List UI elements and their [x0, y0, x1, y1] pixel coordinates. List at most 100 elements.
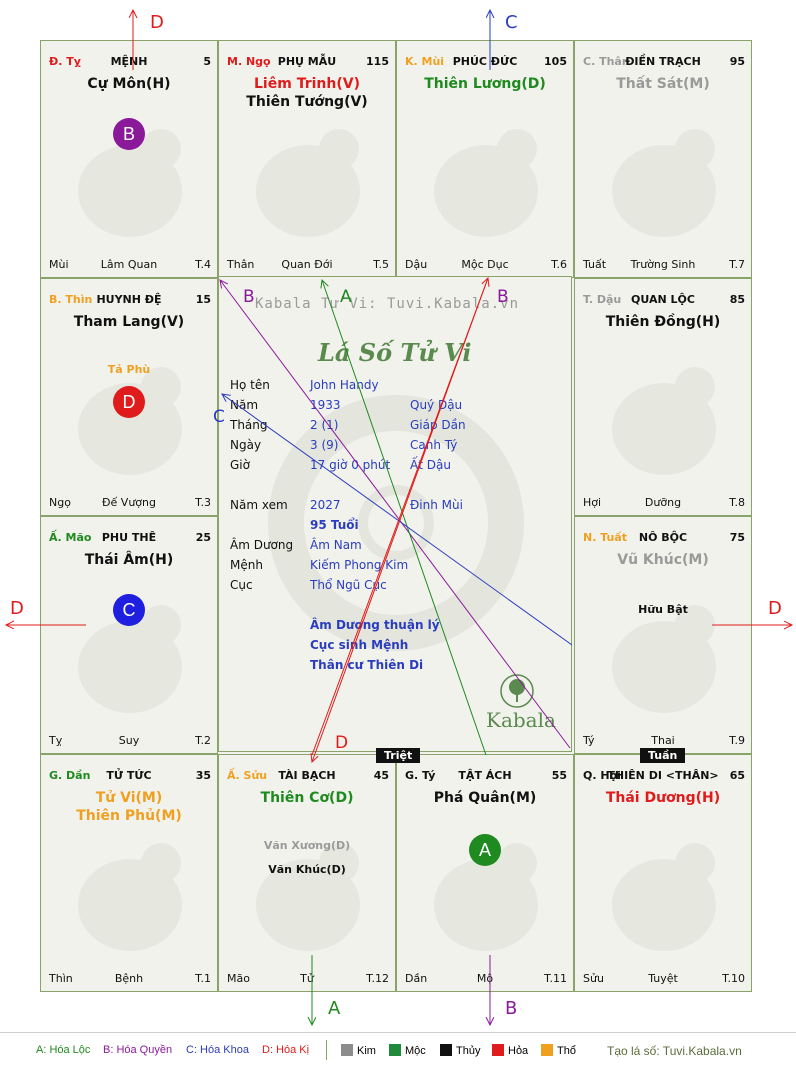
- palace-bot-left: Dậu: [405, 258, 428, 271]
- palace-bot-right: T.11: [544, 972, 567, 985]
- info-label: Năm: [230, 398, 259, 412]
- palace-bot-center: Tuyệt: [648, 972, 678, 985]
- main-star: Thái Dương(H): [605, 790, 721, 806]
- note: Âm Dương thuận lý: [310, 618, 440, 632]
- info-label: Họ tên: [230, 378, 270, 392]
- transformation-circle-c: C: [113, 594, 145, 626]
- watermark: Kabala Tử Vi: Tuvi.Kabala.vn: [255, 296, 520, 312]
- palace-bot-center: Mộ: [476, 972, 494, 985]
- palace-bot-center: Dưỡng: [644, 496, 682, 509]
- palace-number: 85: [729, 293, 745, 306]
- legend: A: Hóa Lộc B: Hóa Quyền C: Hóa Khoa D: H…: [0, 1040, 796, 1064]
- info-label: Mệnh: [230, 558, 263, 572]
- info-label: Giờ: [230, 458, 250, 472]
- triet-tag: Triệt: [376, 748, 421, 763]
- info-label: Năm xem: [230, 498, 288, 512]
- info-can-chi: Canh Tý: [410, 438, 458, 452]
- logo-title: Lá Số Tử Vi: [318, 338, 472, 367]
- legend-tho: Thổ: [541, 1044, 576, 1057]
- palace-bot-left: Tý: [583, 734, 595, 747]
- palace-bot-left: Dần: [405, 972, 428, 985]
- tree-logo-icon: [500, 674, 534, 708]
- transformation-circle-b: B: [113, 118, 145, 150]
- legend-moc: Mộc: [389, 1044, 426, 1057]
- main-stars: Tham Lang(V): [41, 313, 217, 331]
- main-star: Thiên Phủ(M): [76, 808, 182, 824]
- info-can-chi: Quý Dậu: [410, 398, 463, 412]
- main-star: Tham Lang(V): [73, 314, 185, 330]
- main-stars: Thất Sát(M): [575, 75, 751, 93]
- label-inner-a: A: [340, 287, 352, 307]
- palace-number: 55: [551, 769, 567, 782]
- main-star: Thiên Lương(D): [424, 76, 546, 92]
- main-stars: Thái Dương(H): [575, 789, 751, 807]
- can-chi: G. Tý: [405, 769, 436, 782]
- palace-bot-left: Ngọ: [49, 496, 71, 509]
- info-can-chi: Giáp Dần: [410, 418, 466, 432]
- info-value: 17 giờ 0 phút: [310, 458, 391, 472]
- main-star: Thái Âm(H): [84, 552, 174, 568]
- palace-bot-right: T.7: [729, 258, 745, 271]
- can-chi: N. Tuất: [583, 531, 628, 544]
- main-stars: Thiên Lương(D): [397, 75, 573, 93]
- info-label: Âm Dương: [230, 538, 294, 552]
- palace-name: TÀI BẠCH: [278, 769, 336, 782]
- palace-bot-left: Thìn: [49, 972, 73, 985]
- palace-bot-center: Thai: [651, 734, 675, 747]
- info-value: Âm Nam: [310, 538, 362, 552]
- palace-bot-right: T.2: [195, 734, 211, 747]
- label-inner-b2: B: [497, 287, 509, 307]
- can-chi: K. Mùi: [405, 55, 445, 68]
- note: Cục sinh Mệnh: [310, 638, 409, 652]
- brand-name: Kabala: [486, 708, 556, 732]
- label-top-c: C: [505, 12, 518, 33]
- main-star: Thiên Đồng(H): [605, 314, 721, 330]
- main-star: Thất Sát(M): [616, 76, 710, 92]
- main-star: Thiên Cơ(D): [260, 790, 354, 806]
- legend-separator: [326, 1040, 327, 1060]
- main-star: Thiên Tướng(V): [246, 94, 368, 110]
- palace-number: 5: [203, 55, 211, 68]
- palace-name: HUYNH ĐỆ: [96, 293, 162, 306]
- main-star: Cự Môn(H): [87, 76, 171, 92]
- can-chi: M. Ngọ: [227, 55, 271, 68]
- label-right-d: D: [768, 598, 782, 619]
- info-value: 3 (9): [310, 438, 339, 452]
- palace-name: NÔ BỘC: [638, 531, 688, 544]
- palace-number: 65: [729, 769, 745, 782]
- info-value: Kiếm Phong Kim: [310, 558, 409, 572]
- legend-d: D: Hóa Kị: [262, 1044, 310, 1056]
- main-stars: Tử Vi(M)Thiên Phủ(M): [41, 789, 217, 825]
- main-star: Vũ Khúc(M): [617, 552, 709, 568]
- palace-bot-left: Tuất: [583, 258, 607, 271]
- legend-divider: [0, 1032, 796, 1033]
- can-chi: Ấ. Sửu: [227, 769, 268, 782]
- label-inner-d: D: [335, 733, 349, 753]
- palace-bot-center: Đế Vượng: [102, 496, 156, 509]
- palace-number: 115: [366, 55, 389, 68]
- palace-bot-right: T.4: [195, 258, 211, 271]
- palace-number: 35: [195, 769, 211, 782]
- info-value: 2027: [310, 498, 341, 512]
- palace-name: PHU THÊ: [101, 531, 157, 544]
- label-inner-c: C: [213, 407, 225, 427]
- palace-bot-right: T.6: [551, 258, 567, 271]
- label-top-d: D: [150, 12, 164, 33]
- palace-bot-right: T.9: [729, 734, 745, 747]
- main-star: Liêm Trinh(V): [254, 76, 360, 92]
- can-chi: G. Dần: [49, 769, 91, 782]
- palace-bot-right: T.5: [373, 258, 389, 271]
- palace-bot-center: Tử: [300, 972, 314, 985]
- label-inner-b1: B: [243, 287, 255, 307]
